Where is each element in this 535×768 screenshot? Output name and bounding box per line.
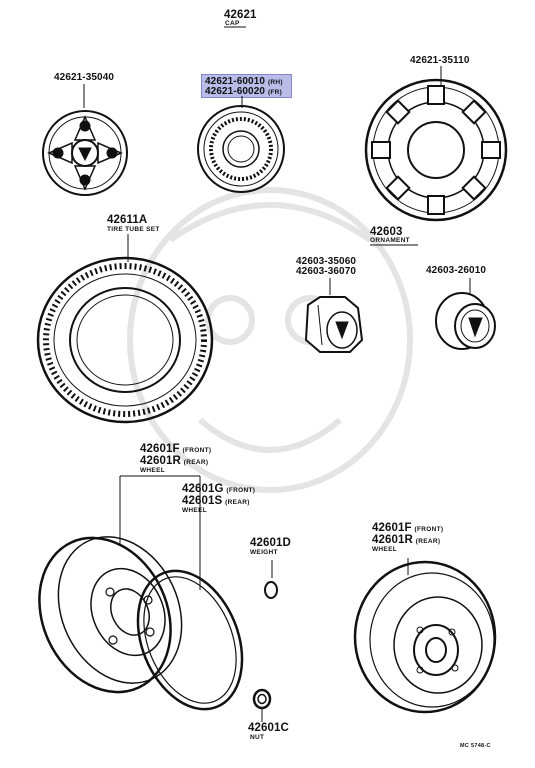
label-cap-center-2-no: 42621-60020 xyxy=(205,86,266,97)
label-cap-center-2-sub: (FR) xyxy=(267,89,283,96)
label-nut-number[interactable]: 42601C xyxy=(248,722,289,734)
label-ornament-a-1[interactable]: 42603-35060 xyxy=(296,256,357,267)
label-wheel3-name: WHEEL xyxy=(372,546,397,553)
steel-wheel-right xyxy=(353,558,497,714)
label-wheel2-name: WHEEL xyxy=(182,507,207,514)
label-cap-center-2[interactable]: 42621-60020 (FR) xyxy=(205,86,282,97)
header-part-name: CAP xyxy=(225,20,240,27)
diagram-code: MC 5748-C xyxy=(460,743,491,749)
label-nut-name: NUT xyxy=(250,734,265,741)
label-wheel2-front-sub: (FRONT) xyxy=(226,487,256,494)
label-wheel3-rear-no: 42601R xyxy=(372,534,413,546)
label-wheel1-name: WHEEL xyxy=(140,467,165,474)
selected-part-highlight xyxy=(201,74,292,98)
lug-nut xyxy=(252,688,272,722)
wheel-rim-ring xyxy=(136,569,244,711)
label-wheel1-rear-no: 42601R xyxy=(140,455,181,467)
label-ornament-a-2[interactable]: 42603-36070 xyxy=(296,266,357,277)
tire-tube-set xyxy=(36,234,214,424)
label-wheel3-rear[interactable]: 42601R (REAR) xyxy=(372,534,441,546)
hub-cap-right xyxy=(364,66,508,222)
label-cap-left[interactable]: 42621-35040 xyxy=(54,72,115,83)
label-wheel1-front-sub: (FRONT) xyxy=(182,447,212,454)
steel-wheel-left xyxy=(38,536,183,694)
label-wheel1-front[interactable]: 42601F (FRONT) xyxy=(140,443,212,455)
label-weight-name: WEIGHT xyxy=(250,549,278,556)
label-wheel3-front[interactable]: 42601F (FRONT) xyxy=(372,522,444,534)
hub-cap-center xyxy=(197,96,285,193)
label-cap-center-1-no: 42621-60010 xyxy=(205,76,266,87)
label-tire-number[interactable]: 42611A xyxy=(107,214,148,226)
label-cap-center-1-sub: (RH) xyxy=(267,79,283,86)
label-cap-center-1[interactable]: 42621-60010 (RH) xyxy=(205,76,283,87)
label-wheel2-rear[interactable]: 42601S (REAR) xyxy=(182,495,250,507)
label-ornament-number[interactable]: 42603 xyxy=(370,226,403,238)
header-part-number: 42621 xyxy=(224,9,257,21)
label-wheel2-front-no: 42601G xyxy=(182,483,224,495)
label-wheel2-rear-no: 42601S xyxy=(182,495,223,507)
label-wheel3-front-sub: (FRONT) xyxy=(414,526,444,533)
label-wheel3-rear-sub: (REAR) xyxy=(415,538,441,545)
label-tire-name: TIRE TUBE SET xyxy=(107,226,160,233)
ornament-octagonal xyxy=(304,278,364,353)
label-wheel2-rear-sub: (REAR) xyxy=(225,499,250,506)
label-wheel1-front-no: 42601F xyxy=(140,443,180,455)
hub-cap-left xyxy=(42,84,128,196)
label-cap-right[interactable]: 42621-35110 xyxy=(410,55,470,66)
wheel-leader-lines xyxy=(119,475,201,590)
label-weight-number[interactable]: 42601D xyxy=(250,537,291,549)
balance-weight xyxy=(264,560,278,599)
label-wheel1-rear[interactable]: 42601R (REAR) xyxy=(140,455,209,467)
ornament-round xyxy=(435,278,496,350)
label-ornament-b[interactable]: 42603-26010 xyxy=(426,265,487,276)
label-wheel3-front-no: 42601F xyxy=(372,522,412,534)
label-ornament-name: ORNAMENT xyxy=(370,237,410,244)
label-wheel1-rear-sub: (REAR) xyxy=(183,459,209,466)
label-wheel2-front[interactable]: 42601G (FRONT) xyxy=(182,483,256,495)
